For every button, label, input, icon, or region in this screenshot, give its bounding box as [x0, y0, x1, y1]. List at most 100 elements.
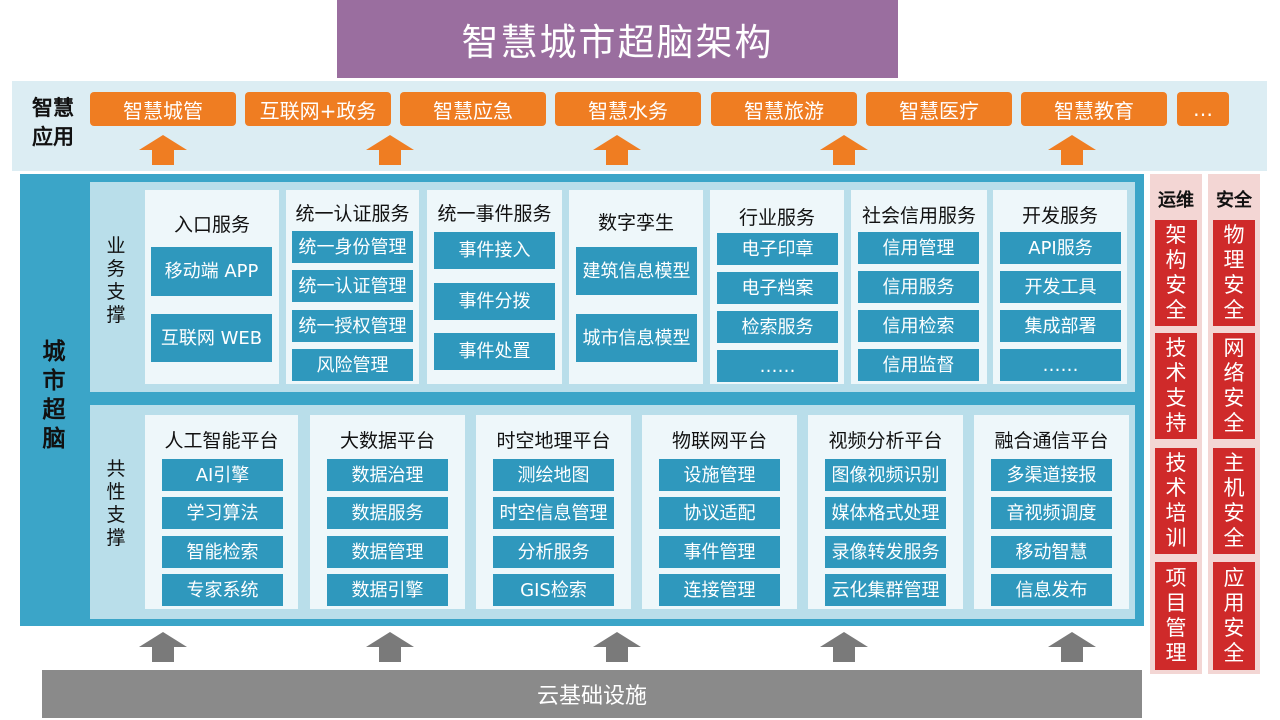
- list-item[interactable]: 信用管理: [858, 232, 979, 264]
- list-item[interactable]: 智能检索: [162, 536, 283, 568]
- list-item[interactable]: 图像视频识别: [825, 459, 946, 491]
- panel-ai-platform: 人工智能平台 AI引擎 学习算法 智能检索 专家系统: [145, 415, 298, 609]
- panel-title: 统一事件服务: [437, 203, 552, 225]
- brain-label: 城市超脑: [42, 339, 66, 452]
- list-item[interactable]: 信用检索: [858, 310, 979, 342]
- list-item[interactable]: 电子印章: [717, 233, 838, 265]
- list-item[interactable]: 录像转发服务: [825, 536, 946, 568]
- list-item[interactable]: 设施管理: [659, 459, 780, 491]
- panel-title: 社会信用服务: [861, 205, 976, 227]
- panel-industry-service: 行业服务 电子印章 电子档案 检索服务 ……: [710, 190, 844, 384]
- panel-geo-platform: 时空地理平台 测绘地图 时空信息管理 分析服务 GIS检索: [476, 415, 631, 609]
- list-item[interactable]: ……: [1000, 349, 1121, 381]
- list-item[interactable]: 事件接入: [434, 232, 555, 269]
- panel-comm-platform: 融合通信平台 多渠道接报 音视频调度 移动智慧 信息发布: [974, 415, 1129, 609]
- up-arrow-icon: [593, 135, 641, 165]
- business-support-label: 业务支撑: [106, 235, 126, 326]
- ops-item-text: 项目管理: [1165, 566, 1187, 665]
- list-item[interactable]: 城市信息模型: [576, 314, 697, 362]
- up-arrow-icon: [820, 135, 868, 165]
- security-item-physical[interactable]: 物理安全: [1213, 220, 1255, 326]
- ops-label: 运维: [1158, 190, 1194, 211]
- list-item[interactable]: 多渠道接报: [991, 459, 1112, 491]
- list-item[interactable]: 连接管理: [659, 574, 780, 606]
- ops-item-text: 技术支持: [1165, 336, 1187, 435]
- list-item[interactable]: 统一身份管理: [292, 231, 413, 263]
- ops-item-architecture-security[interactable]: 架构安全: [1155, 220, 1197, 326]
- panel-title: 融合通信平台: [994, 430, 1109, 452]
- up-arrow-icon: [820, 632, 868, 662]
- up-arrow-icon: [139, 632, 187, 662]
- app-smart-water[interactable]: 智慧水务: [555, 92, 701, 126]
- security-item-text: 应用安全: [1223, 566, 1245, 665]
- app-smart-tourism[interactable]: 智慧旅游: [711, 92, 857, 126]
- apps-label: 智慧应用: [32, 96, 74, 149]
- panel-title: 统一认证服务: [295, 203, 410, 225]
- list-item[interactable]: 数据服务: [327, 497, 448, 529]
- cloud-infrastructure-bar: 云基础设施: [42, 670, 1142, 718]
- list-item[interactable]: 电子档案: [717, 272, 838, 304]
- list-item[interactable]: 信用监督: [858, 349, 979, 381]
- list-item[interactable]: ……: [717, 350, 838, 382]
- list-item[interactable]: API服务: [1000, 232, 1121, 264]
- list-item[interactable]: 云化集群管理: [825, 574, 946, 606]
- list-item[interactable]: 建筑信息模型: [576, 247, 697, 295]
- list-item[interactable]: 数据治理: [327, 459, 448, 491]
- app-more[interactable]: …: [1177, 92, 1229, 126]
- list-item[interactable]: 数据引擎: [327, 574, 448, 606]
- list-item[interactable]: 信息发布: [991, 574, 1112, 606]
- list-item[interactable]: 分析服务: [493, 536, 614, 568]
- app-smart-education[interactable]: 智慧教育: [1021, 92, 1167, 126]
- list-item[interactable]: AI引擎: [162, 459, 283, 491]
- list-item[interactable]: 移动智慧: [991, 536, 1112, 568]
- up-arrow-icon: [366, 135, 414, 165]
- list-item[interactable]: 信用服务: [858, 271, 979, 303]
- panel-credit-service: 社会信用服务 信用管理 信用服务 信用检索 信用监督: [851, 190, 987, 384]
- up-arrow-icon: [366, 632, 414, 662]
- app-smart-emergency[interactable]: 智慧应急: [400, 92, 546, 126]
- item-mobile-app[interactable]: 移动端 APP: [151, 247, 272, 296]
- list-item[interactable]: GIS检索: [493, 574, 614, 606]
- list-item[interactable]: 音视频调度: [991, 497, 1112, 529]
- up-arrow-icon: [1048, 632, 1096, 662]
- panel-title: 视频分析平台: [828, 430, 943, 452]
- list-item[interactable]: 事件管理: [659, 536, 780, 568]
- security-item-text: 物理安全: [1223, 223, 1245, 322]
- list-item[interactable]: 风险管理: [292, 349, 413, 381]
- security-item-network[interactable]: 网络安全: [1213, 333, 1255, 439]
- panel-digital-twin: 数字孪生 建筑信息模型 城市信息模型: [569, 190, 703, 384]
- security-item-application[interactable]: 应用安全: [1213, 562, 1255, 670]
- item-internet-web[interactable]: 互联网 WEB: [151, 314, 272, 362]
- list-item[interactable]: 测绘地图: [493, 459, 614, 491]
- list-item[interactable]: 统一认证管理: [292, 270, 413, 302]
- ops-item-tech-training[interactable]: 技术培训: [1155, 448, 1197, 554]
- ops-item-project-mgmt[interactable]: 项目管理: [1155, 562, 1197, 670]
- app-smart-city-mgmt[interactable]: 智慧城管: [90, 92, 236, 126]
- panel-title: 数字孪生: [597, 212, 674, 234]
- panel-auth-service: 统一认证服务 统一身份管理 统一认证管理 统一授权管理 风险管理: [286, 190, 419, 384]
- app-internet-gov[interactable]: 互联网+政务: [245, 92, 391, 126]
- list-item[interactable]: 时空信息管理: [493, 497, 614, 529]
- up-arrow-icon: [139, 135, 187, 165]
- list-item[interactable]: 数据管理: [327, 536, 448, 568]
- panel-title: 开发服务: [1021, 205, 1098, 227]
- list-item[interactable]: 学习算法: [162, 497, 283, 529]
- panel-entry-service: 入口服务 移动端 APP 互联网 WEB: [145, 190, 279, 384]
- list-item[interactable]: 专家系统: [162, 574, 283, 606]
- security-item-host[interactable]: 主机安全: [1213, 448, 1255, 554]
- app-smart-medical[interactable]: 智慧医疗: [866, 92, 1012, 126]
- list-item[interactable]: 事件分拨: [434, 283, 555, 320]
- panel-event-service: 统一事件服务 事件接入 事件分拨 事件处置: [427, 190, 562, 384]
- up-arrow-icon: [1048, 135, 1096, 165]
- ops-item-tech-support[interactable]: 技术支持: [1155, 333, 1197, 439]
- list-item[interactable]: 事件处置: [434, 333, 555, 370]
- panel-title: 物联网平台: [671, 430, 767, 452]
- list-item[interactable]: 集成部署: [1000, 310, 1121, 342]
- ops-item-text: 架构安全: [1165, 223, 1187, 322]
- list-item[interactable]: 检索服务: [717, 311, 838, 343]
- list-item[interactable]: 开发工具: [1000, 271, 1121, 303]
- list-item[interactable]: 统一授权管理: [292, 310, 413, 342]
- panel-title: 人工智能平台: [164, 430, 279, 452]
- list-item[interactable]: 媒体格式处理: [825, 497, 946, 529]
- list-item[interactable]: 协议适配: [659, 497, 780, 529]
